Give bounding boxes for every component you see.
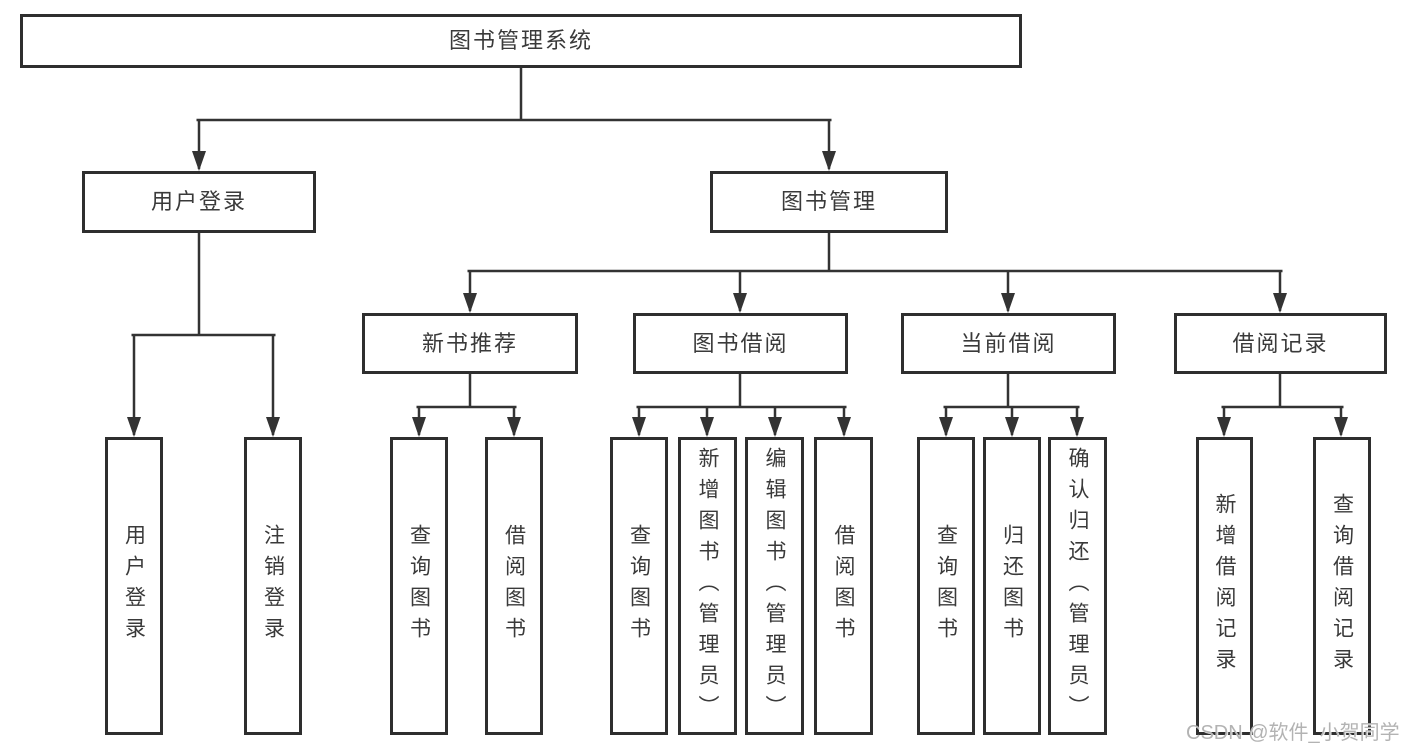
leaf-logout: 注销登录 [244,437,302,735]
node-current-borrowing: 当前借阅 [901,313,1116,374]
leaf-query-books-borrowing: 查询图书 [610,437,668,735]
leaf-return-books: 归还图书 [983,437,1041,735]
leaf-borrow-books-borrowing: 借阅图书 [814,437,873,735]
leaf-borrow-books-recommend: 借阅图书 [485,437,543,735]
node-book-management-branch: 图书管理 [710,171,948,233]
node-borrowing-records: 借阅记录 [1174,313,1387,374]
node-new-book-recommendation: 新书推荐 [362,313,578,374]
leaf-user-login: 用户登录 [105,437,163,735]
node-library-management-system: 图书管理系统 [20,14,1022,68]
node-user-login-branch: 用户登录 [82,171,316,233]
leaf-edit-books-admin: 编辑图书（管理员） [745,437,804,735]
leaf-confirm-return-admin: 确认归还（管理员） [1048,437,1107,735]
leaf-query-borrow-record: 查询借阅记录 [1313,437,1371,735]
leaf-add-books-admin: 新增图书（管理员） [678,437,737,735]
node-book-borrowing: 图书借阅 [633,313,848,374]
leaf-query-books-current: 查询图书 [917,437,975,735]
leaf-query-books-recommend: 查询图书 [390,437,448,735]
leaf-add-borrow-record: 新增借阅记录 [1196,437,1253,735]
